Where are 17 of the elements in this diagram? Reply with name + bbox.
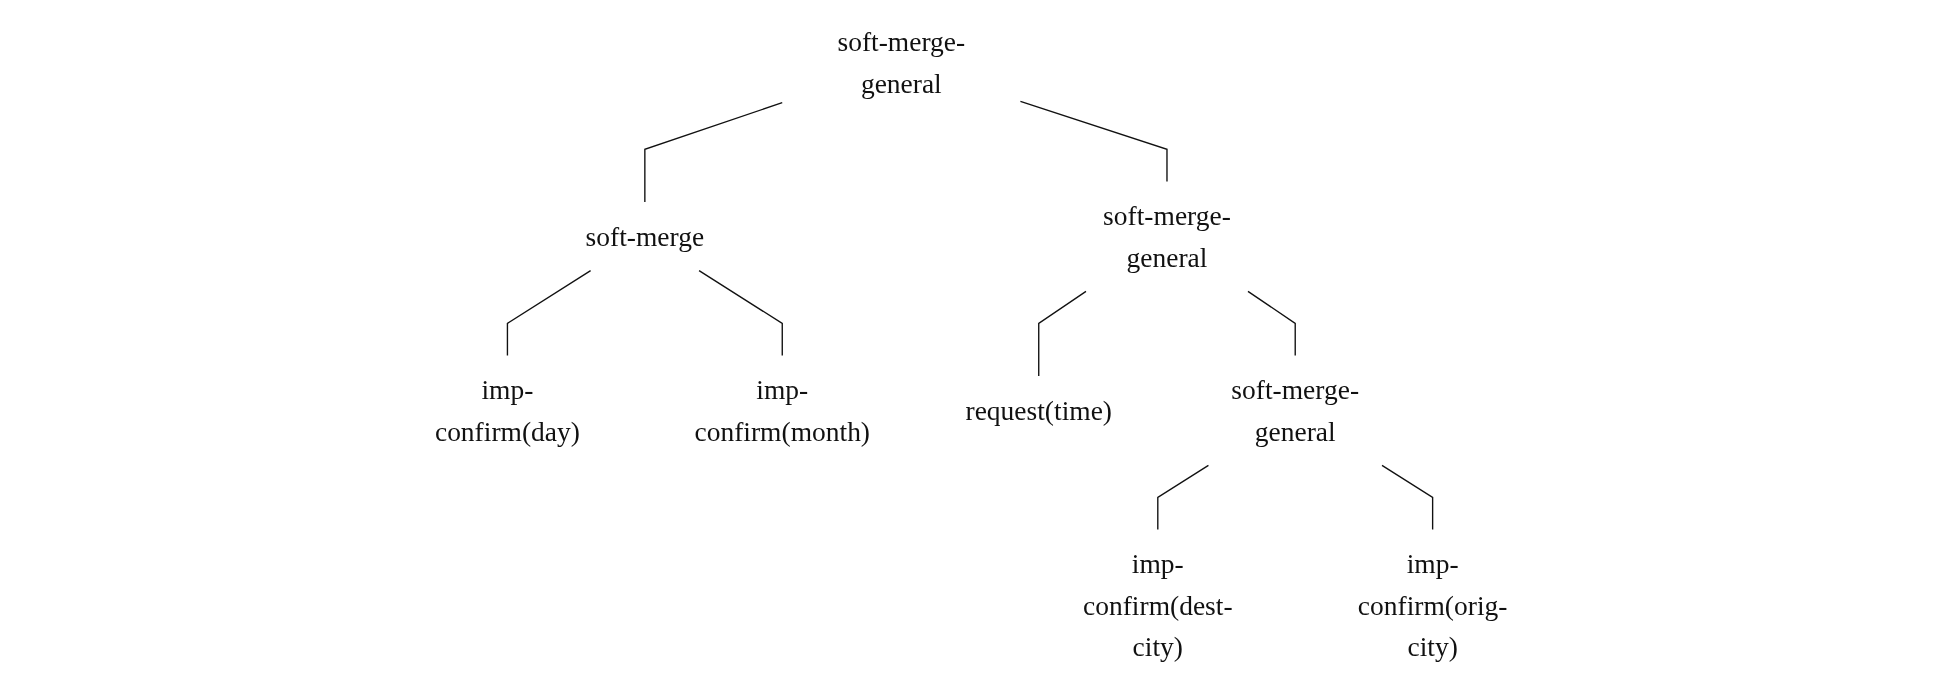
connector bbox=[698, 270, 784, 357]
connector bbox=[1038, 290, 1088, 377]
node-text: imp-confirm(day) bbox=[435, 374, 581, 447]
node-text: soft-merge bbox=[586, 221, 705, 252]
node-text: soft-merge-general bbox=[1103, 200, 1232, 273]
node-text: imp-confirm(month) bbox=[694, 374, 871, 447]
node-text: imp-confirm(orig-city) bbox=[1358, 548, 1508, 662]
connector bbox=[1020, 100, 1169, 183]
connector bbox=[1381, 464, 1434, 531]
node-text: soft-merge-general bbox=[837, 26, 966, 99]
connector bbox=[1157, 464, 1210, 531]
connector bbox=[644, 102, 784, 203]
connector bbox=[1247, 290, 1297, 357]
node-text: imp-confirm(dest-city) bbox=[1083, 548, 1234, 662]
node-text: request(time) bbox=[965, 395, 1113, 426]
connector bbox=[507, 270, 592, 357]
node-text: soft-merge-general bbox=[1231, 374, 1360, 447]
